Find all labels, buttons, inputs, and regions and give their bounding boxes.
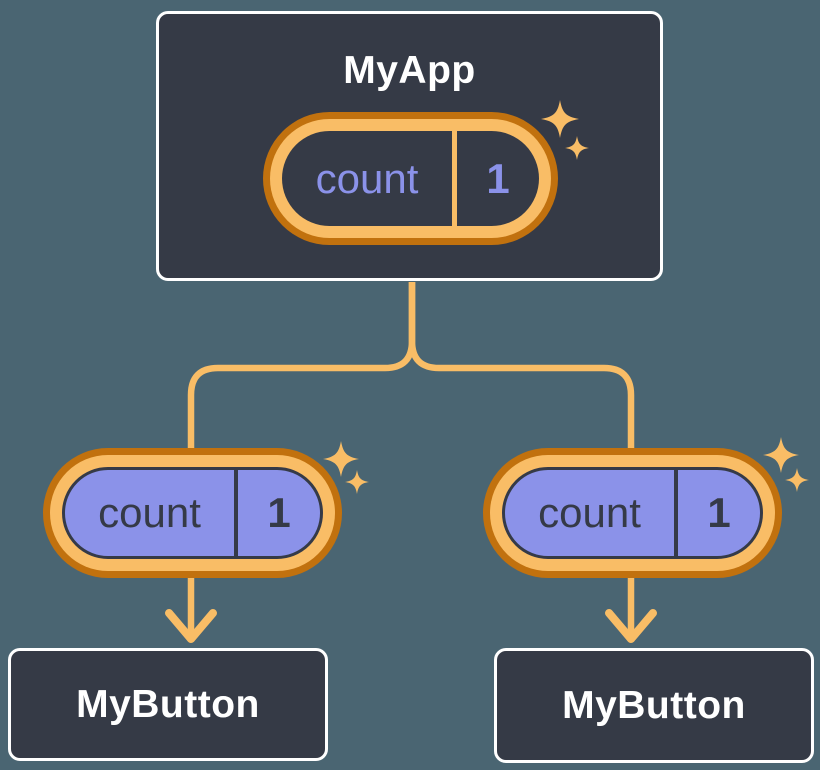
mybutton-left-node: MyButton bbox=[8, 648, 328, 761]
left-prop-pill-ring: count 1 bbox=[50, 455, 335, 571]
root-state-divider bbox=[452, 131, 457, 226]
root-state-pill: count 1 bbox=[263, 112, 558, 245]
root-state-pill-ring: count 1 bbox=[270, 119, 551, 238]
left-prop-value: 1 bbox=[267, 489, 291, 536]
sparkle-icon bbox=[785, 468, 809, 492]
right-prop-label: count bbox=[538, 489, 641, 536]
right-prop-value: 1 bbox=[707, 489, 731, 536]
myapp-title: MyApp bbox=[343, 49, 476, 92]
root-state-label: count bbox=[315, 154, 419, 202]
right-prop-divider bbox=[674, 470, 678, 556]
arrowhead-left-icon bbox=[165, 609, 217, 643]
sparkle-icon bbox=[345, 470, 369, 494]
arrowhead-right-icon bbox=[605, 609, 657, 643]
left-prop-pill-core: count 1 bbox=[62, 467, 323, 559]
mybutton-left-title: MyButton bbox=[76, 682, 260, 726]
sparkle-icon bbox=[763, 437, 799, 473]
right-prop-pill: count 1 bbox=[483, 448, 782, 578]
mybutton-right-title: MyButton bbox=[562, 683, 746, 727]
right-prop-pill-core: count 1 bbox=[502, 467, 763, 559]
right-prop-pill-ring: count 1 bbox=[490, 455, 775, 571]
sparkle-icon bbox=[323, 441, 359, 477]
mybutton-right-node: MyButton bbox=[494, 648, 814, 763]
root-state-value: 1 bbox=[486, 154, 510, 202]
left-prop-pill: count 1 bbox=[43, 448, 342, 578]
left-prop-label: count bbox=[98, 489, 201, 536]
root-state-pill-core: count 1 bbox=[282, 131, 539, 226]
